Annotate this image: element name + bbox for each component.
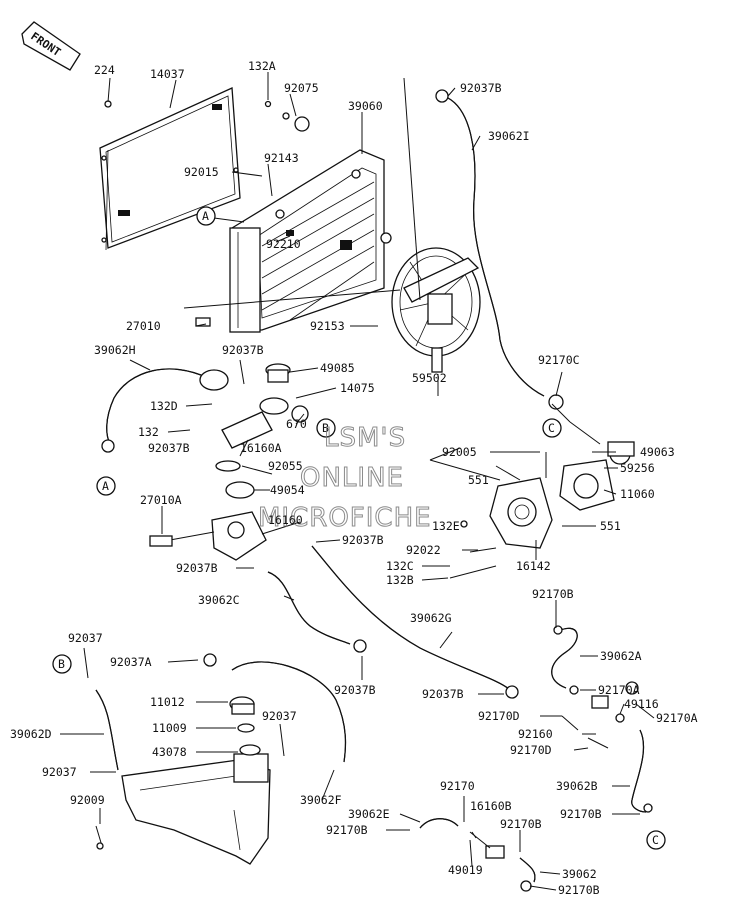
- svg-text:A: A: [202, 209, 209, 223]
- part-label: 92143: [264, 151, 299, 165]
- part-label: 39062I: [488, 129, 530, 143]
- svg-text:A: A: [102, 479, 109, 493]
- part-label: 11012: [150, 695, 185, 709]
- part-label: 92170A: [598, 683, 640, 697]
- part-label: 49116: [624, 697, 659, 711]
- part-label: 49054: [270, 483, 305, 497]
- callout-a-bottom: A: [96, 476, 116, 496]
- part-label: 92037B: [148, 441, 190, 455]
- part-label: 551: [600, 519, 621, 533]
- part-label: 92210: [266, 237, 301, 251]
- part-label: 92037: [42, 765, 77, 779]
- part-label: 92170B: [532, 587, 574, 601]
- part-label: 39062F: [300, 793, 342, 807]
- svg-text:C: C: [652, 833, 659, 847]
- part-label: 43078: [152, 745, 187, 759]
- part-label: 92170B: [326, 823, 368, 837]
- part-label: 14037: [150, 67, 185, 81]
- part-label: 92037B: [176, 561, 218, 575]
- part-label: 39062A: [600, 649, 642, 663]
- part-label: 39060: [348, 99, 383, 113]
- part-label: 59256: [620, 461, 655, 475]
- front-arrow-icon: FRONT: [21, 21, 81, 71]
- radiator: [229, 149, 392, 333]
- part-label: 92055: [268, 459, 303, 473]
- part-label: 11060: [620, 487, 655, 501]
- part-label: 92170D: [478, 709, 520, 723]
- part-label: 14075: [340, 381, 375, 395]
- part-label: 92015: [184, 165, 219, 179]
- part-label: 39062G: [410, 611, 452, 625]
- callout-b-top: B: [316, 418, 336, 438]
- part-label: 49019: [448, 863, 483, 877]
- part-label: 92037B: [460, 81, 502, 95]
- part-label: 132E: [432, 519, 460, 533]
- part-label: 92153: [310, 319, 345, 333]
- part-label: 39062C: [198, 593, 240, 607]
- part-label: 224: [94, 63, 115, 77]
- part-label: 27010A: [140, 493, 182, 507]
- part-label: 132B: [386, 573, 414, 587]
- part-labels: 224 14037 132A 92075 39060 92037B 39062I…: [10, 59, 698, 897]
- part-label: 92075: [284, 81, 319, 95]
- part-label: 92022: [406, 543, 441, 557]
- part-label: 39062H: [94, 343, 136, 357]
- thermostat-housing: [149, 363, 309, 561]
- svg-text:LSM'S: LSM'S: [324, 423, 406, 453]
- part-label: 132C: [386, 559, 414, 573]
- svg-text:ONLINE: ONLINE: [300, 463, 404, 493]
- part-label: 92037B: [334, 683, 376, 697]
- part-label: 49063: [640, 445, 675, 459]
- callout-c-bottom: C: [646, 830, 666, 850]
- part-label: 132D: [150, 399, 178, 413]
- part-label: 16160: [268, 513, 303, 527]
- part-label: 92170: [440, 779, 475, 793]
- part-label: 92009: [70, 793, 105, 807]
- callout-b-bottom: B: [52, 654, 72, 674]
- part-label: 92170A: [656, 711, 698, 725]
- svg-text:B: B: [58, 657, 65, 671]
- cooling-fan: [391, 247, 481, 373]
- part-label: 132: [138, 425, 159, 439]
- part-label: 132A: [248, 59, 276, 73]
- part-label: 92160: [518, 727, 553, 741]
- part-label: 92037B: [342, 533, 384, 547]
- watermark: LSM'S ONLINE MICROFICHE: [258, 423, 432, 534]
- part-label: 92170C: [538, 353, 580, 367]
- part-label: 49085: [320, 361, 355, 375]
- part-label: 59502: [412, 371, 447, 385]
- callout-a-top: A: [196, 206, 216, 226]
- part-label: 92037: [262, 709, 297, 723]
- part-label: 92170B: [560, 807, 602, 821]
- part-label: 39062D: [10, 727, 52, 741]
- part-label: 670: [286, 417, 307, 431]
- svg-text:C: C: [548, 421, 555, 435]
- leader-lines: [60, 72, 655, 891]
- part-label: 16142: [516, 559, 551, 573]
- part-label: 92170B: [500, 817, 542, 831]
- part-label: 16160B: [470, 799, 512, 813]
- part-label: 92037B: [422, 687, 464, 701]
- svg-text:MICROFICHE: MICROFICHE: [258, 503, 432, 533]
- part-label: 92037: [68, 631, 103, 645]
- part-label: 27010: [126, 319, 161, 333]
- radiator-screen: [99, 87, 241, 251]
- callout-c-top: C: [542, 418, 562, 438]
- part-label: 92037B: [222, 343, 264, 357]
- part-label: 92170B: [558, 883, 600, 897]
- part-label: 11009: [152, 721, 187, 735]
- part-label: 551: [468, 473, 489, 487]
- part-label: 16160A: [240, 441, 282, 455]
- part-label: 92005: [442, 445, 477, 459]
- part-label: 39062: [562, 867, 597, 881]
- part-label: 39062E: [348, 807, 390, 821]
- water-pump: [449, 441, 635, 579]
- part-label: 39062B: [556, 779, 598, 793]
- part-label: 92170D: [510, 743, 552, 757]
- reservoir-tank: [95, 696, 271, 865]
- part-label: 92037A: [110, 655, 152, 669]
- svg-text:B: B: [322, 421, 329, 435]
